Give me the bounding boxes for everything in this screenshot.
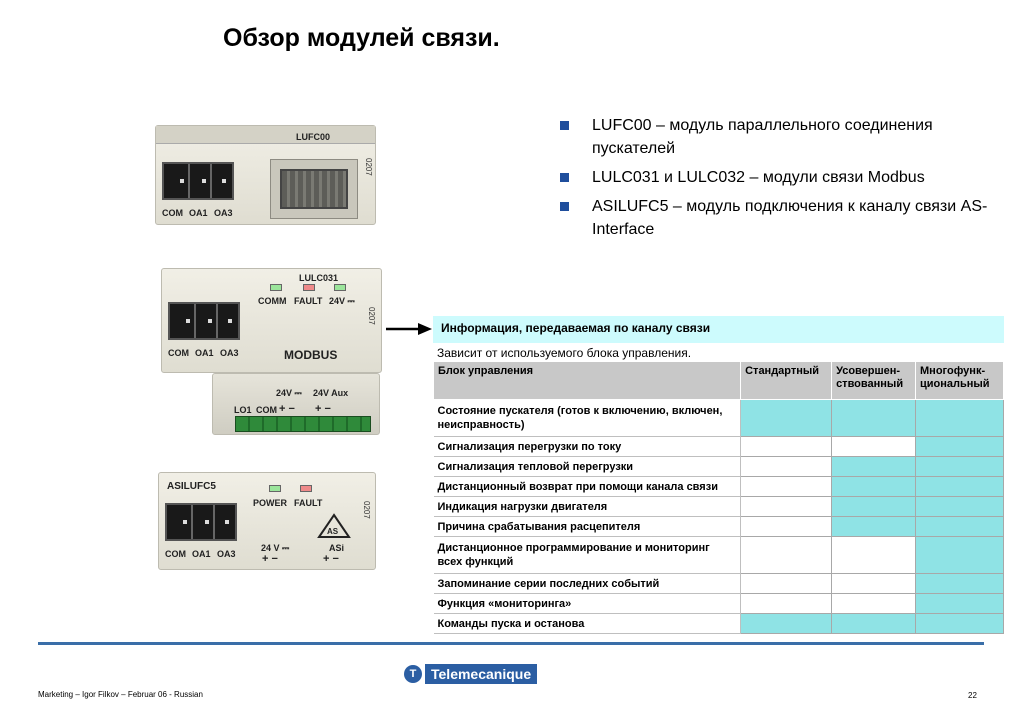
feature-cell-multi <box>915 496 1004 517</box>
feature-cell-multi <box>915 476 1004 497</box>
module-lulc031-base: 24V ⎓ 24V Aux LO1 COM + − + − <box>212 373 380 435</box>
arrow-right-icon <box>386 323 432 335</box>
feature-cell-adv <box>831 516 917 537</box>
table-header: Стандартный <box>740 361 833 400</box>
feature-cell-multi <box>915 436 1004 457</box>
terminal-block <box>165 503 237 541</box>
asi-logo-icon: AS <box>317 513 351 538</box>
green-terminal <box>235 416 371 432</box>
module-lulc031: LULC031 COMM FAULT 24V ⎓ COM OA1 OA3 MOD… <box>161 268 382 373</box>
led-power <box>269 485 281 492</box>
led-fault <box>300 485 312 492</box>
row-label: Запоминание серии последних событий <box>433 573 742 594</box>
feature-cell-std <box>740 436 833 457</box>
feature-cell-adv <box>831 593 917 614</box>
row-label: Команды пуска и останова <box>433 613 742 634</box>
feature-cell-multi <box>915 516 1004 537</box>
table-row: Сигнализация перегрузки по току <box>433 436 1004 457</box>
module-name: LUFC00 <box>296 132 331 142</box>
row-label: Дистанционный возврат при помощи канала … <box>433 476 742 497</box>
feature-cell-std <box>740 573 833 594</box>
feature-cell-adv <box>831 456 917 477</box>
feature-cell-multi <box>915 613 1004 634</box>
bullet-item: LULC031 и LULC032 – модули связи Modbus <box>560 166 1000 189</box>
feature-cell-std <box>740 613 833 634</box>
feature-cell-adv <box>831 496 917 517</box>
feature-cell-adv <box>831 436 917 457</box>
feature-cell-std <box>740 496 833 517</box>
table-row: Индикация нагрузки двигателя <box>433 496 1004 517</box>
row-label: Функция «мониторинга» <box>433 593 742 614</box>
slide-title: Обзор модулей связи. <box>223 24 500 52</box>
terminal-block <box>168 302 240 340</box>
feature-cell-std <box>740 476 833 497</box>
table-header: Усовершен-ствованный <box>831 361 917 400</box>
communication-info-table: Информация, передаваемая по каналу связи… <box>432 316 1004 634</box>
feature-cell-std <box>740 399 833 437</box>
feature-cell-multi <box>915 573 1004 594</box>
feature-cell-adv <box>831 536 917 574</box>
feature-cell-std <box>740 516 833 537</box>
feature-cell-adv <box>831 573 917 594</box>
bullet-item: ASILUFC5 – модуль подключения к каналу с… <box>560 195 1000 241</box>
rj45-port <box>270 159 358 219</box>
table-header: Блок управления <box>432 361 742 400</box>
table-row: Дистанционное программирование и монитор… <box>433 536 1004 574</box>
row-label: Сигнализация перегрузки по току <box>433 436 742 457</box>
telemecanique-logo: T Telemecanique <box>404 663 538 685</box>
table-title: Информация, передаваемая по каналу связи <box>433 316 1004 343</box>
feature-cell-multi <box>915 456 1004 477</box>
table-row: Причина срабатывания расцепителя <box>433 516 1004 537</box>
feature-cell-std <box>740 536 833 574</box>
table-subtitle: Зависит от используемого блока управлени… <box>437 346 692 360</box>
row-label: Состояние пускателя (готов к включению, … <box>433 399 742 437</box>
module-asilufc5: ASILUFC5 POWER FAULT COM OA1 OA3 AS 24 V… <box>158 472 376 570</box>
led-fault <box>303 284 315 291</box>
feature-cell-adv <box>831 399 917 437</box>
row-label: Дистанционное программирование и монитор… <box>433 536 742 574</box>
feature-cell-multi <box>915 399 1004 437</box>
table-row: Команды пуска и останова <box>433 613 1004 634</box>
row-label: Причина срабатывания расцепителя <box>433 516 742 537</box>
table-row: Запоминание серии последних событий <box>433 573 1004 594</box>
table-row: Состояние пускателя (готов к включению, … <box>433 399 1004 437</box>
feature-cell-adv <box>831 613 917 634</box>
footer-text: Marketing – Igor Filkov – Februar 06 - R… <box>38 690 203 699</box>
feature-cell-std <box>740 456 833 477</box>
table-header: Многофунк-циональный <box>915 361 1004 400</box>
table-row: Сигнализация тепловой перегрузки <box>433 456 1004 477</box>
feature-cell-multi <box>915 536 1004 574</box>
feature-cell-multi <box>915 593 1004 614</box>
footer-divider <box>38 642 984 645</box>
led-24v <box>334 284 346 291</box>
page-number: 22 <box>968 691 977 700</box>
led-comm <box>270 284 282 291</box>
terminal-block <box>162 162 234 200</box>
svg-text:AS: AS <box>327 527 339 536</box>
module-lufc00: LUFC00 COM OA1 OA3 0207 <box>155 125 376 225</box>
row-label: Индикация нагрузки двигателя <box>433 496 742 517</box>
bullet-item: LUFC00 – модуль параллельного соединения… <box>560 114 1000 160</box>
table-row: Дистанционный возврат при помощи канала … <box>433 476 1004 497</box>
feature-cell-std <box>740 593 833 614</box>
row-label: Сигнализация тепловой перегрузки <box>433 456 742 477</box>
logo-icon: T <box>404 665 422 683</box>
feature-cell-adv <box>831 476 917 497</box>
table-row: Функция «мониторинга» <box>433 593 1004 614</box>
bullet-list: LUFC00 – модуль параллельного соединения… <box>560 114 1000 247</box>
